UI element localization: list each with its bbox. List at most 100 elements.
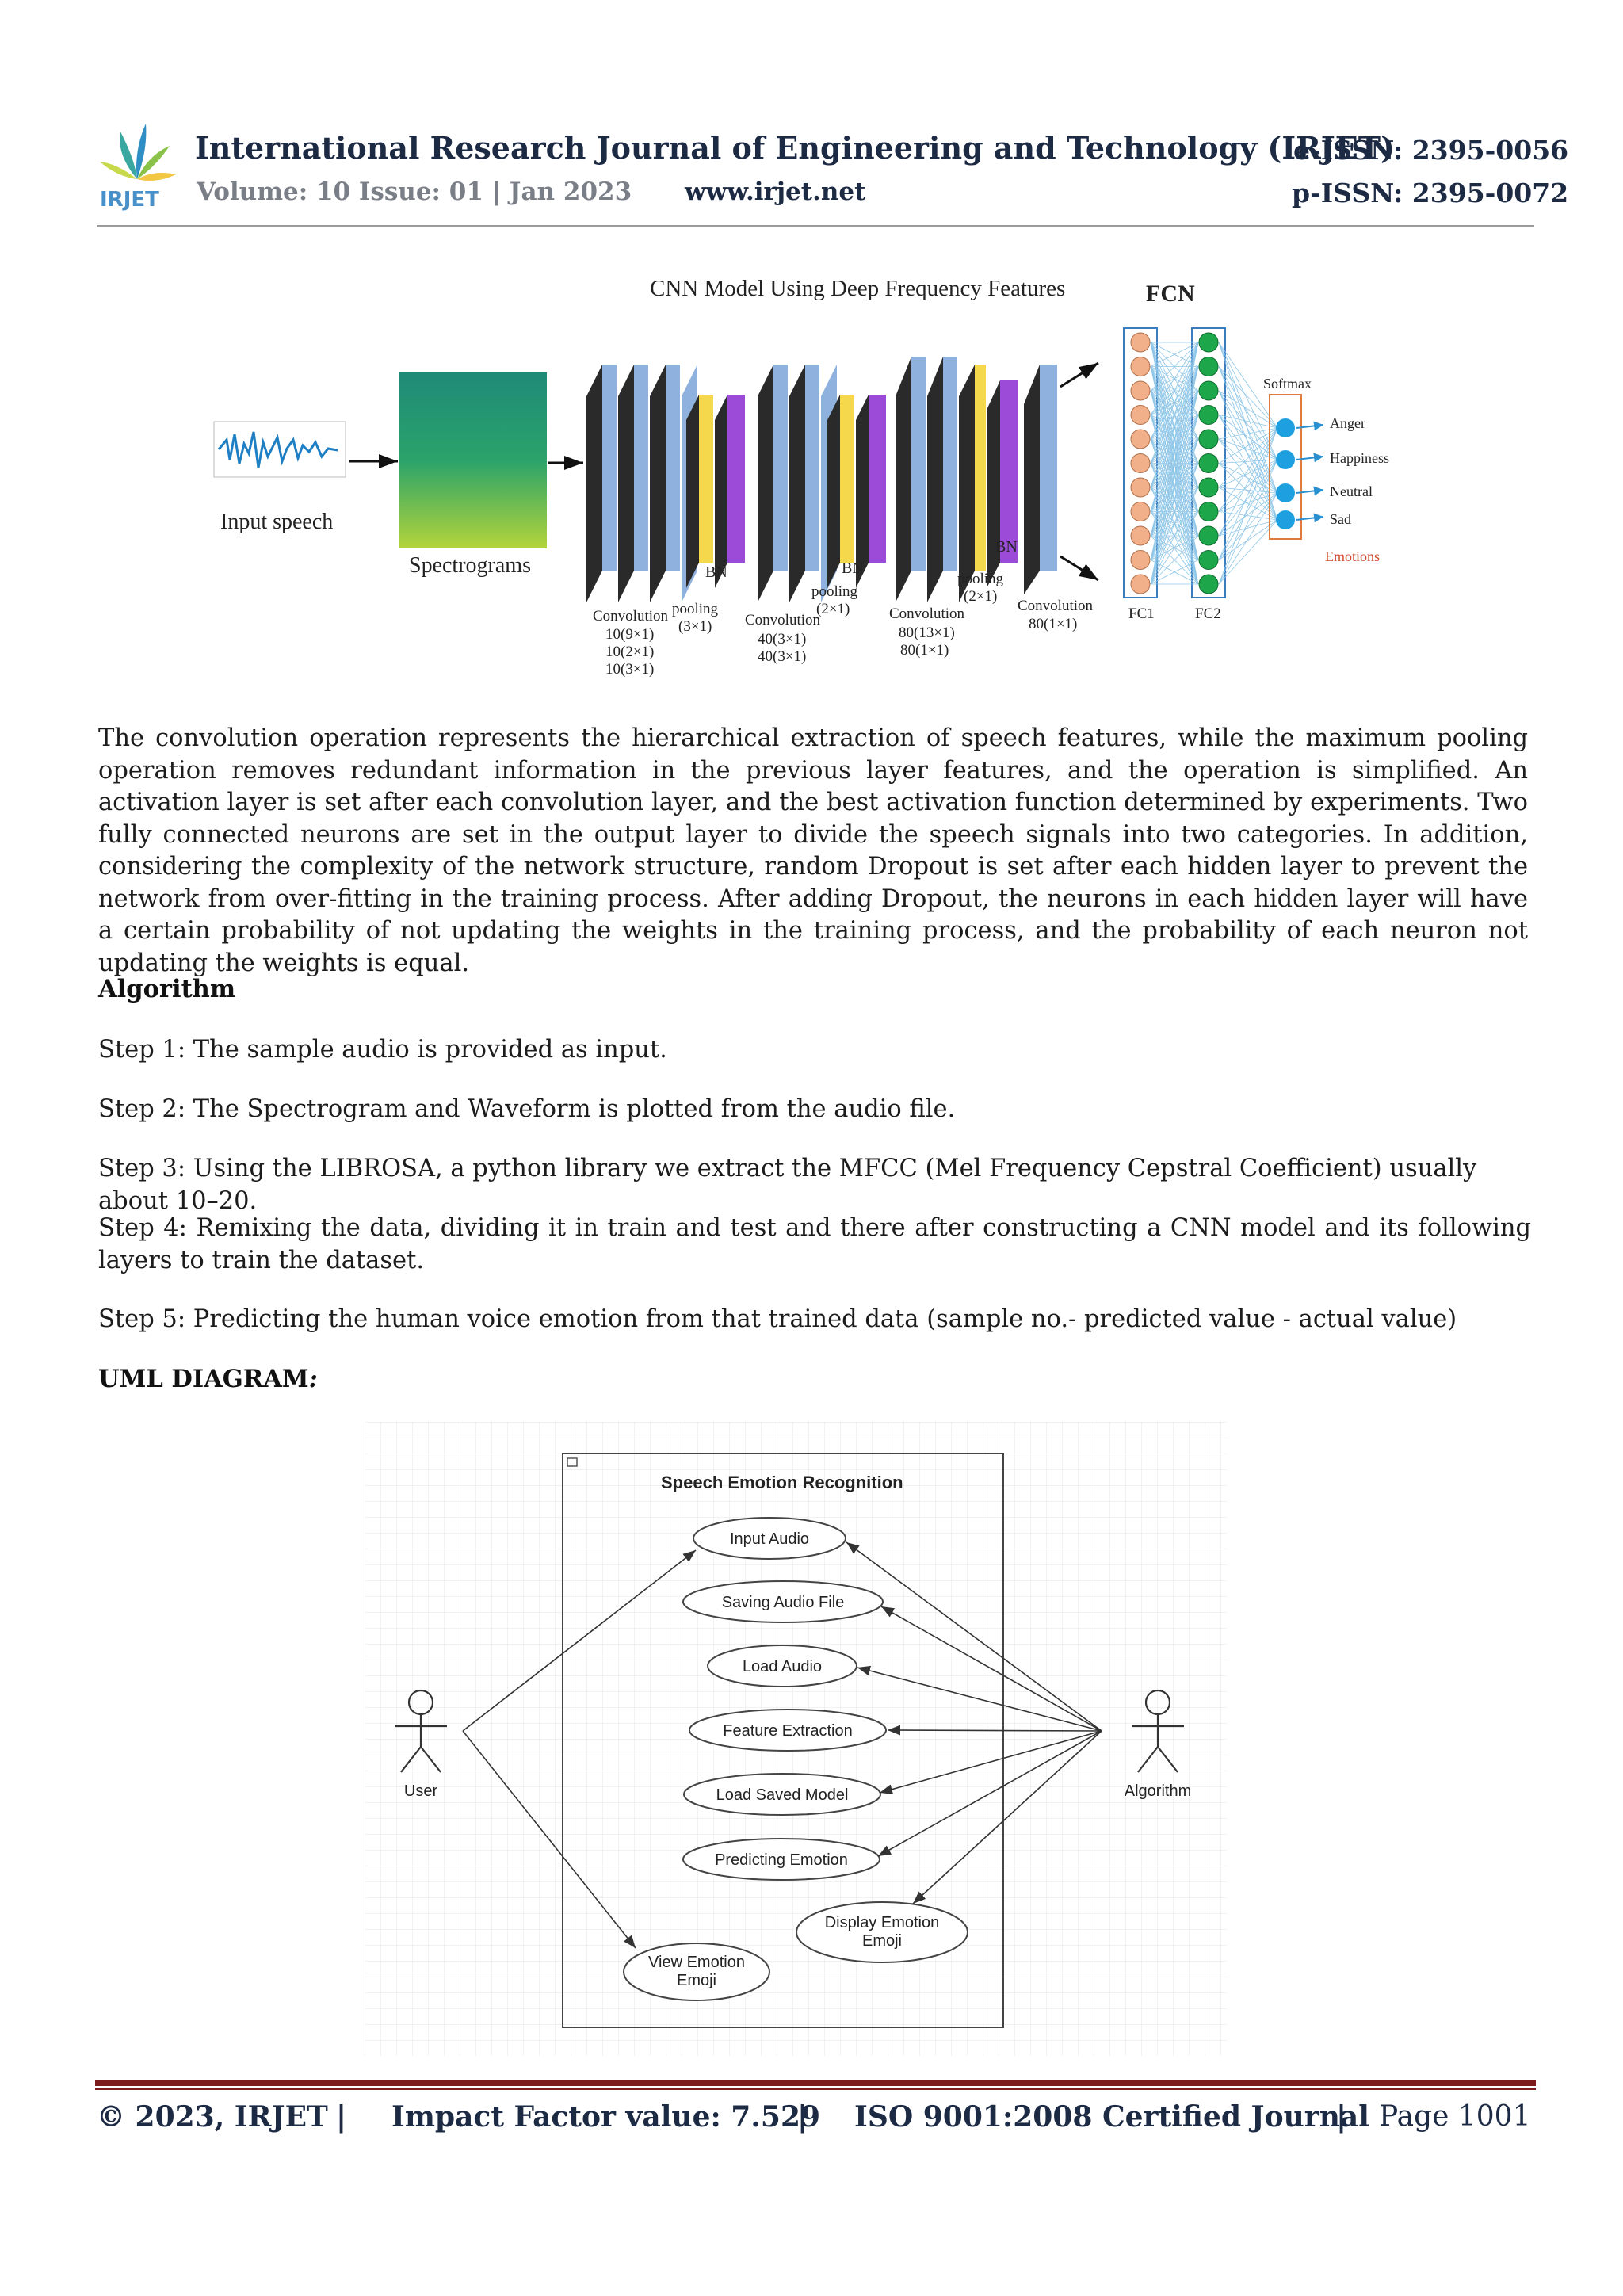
algorithm-step-1: Step 1: The sample audio is provided as … xyxy=(98,1036,667,1064)
fc-edge xyxy=(1150,342,1199,440)
fc2-label: FC2 xyxy=(1195,606,1221,622)
pool3-params: (2×1) xyxy=(964,588,997,605)
pool1-params: (3×1) xyxy=(678,618,712,635)
usecase-saving-audio xyxy=(682,1580,884,1623)
footer-sep-1: | xyxy=(336,2100,347,2134)
softmax-edge xyxy=(1218,459,1278,464)
logo-text: IRJET xyxy=(100,188,159,211)
fc-edge xyxy=(1150,342,1199,585)
footer-page-number: Page 1001 xyxy=(1379,2100,1531,2133)
algorithm-step-2: Step 2: The Spectrogram and Waveform is … xyxy=(98,1095,956,1123)
output-arrow xyxy=(1296,486,1324,496)
fc-edge xyxy=(1150,463,1199,585)
fc-edge xyxy=(1150,342,1199,537)
softmax-edge xyxy=(1218,427,1278,488)
footer-sep-3: | xyxy=(1336,2100,1347,2134)
usecase-view-emoji-line2: Emoji xyxy=(677,1972,716,1989)
conv2-param-2: 40(3×1) xyxy=(758,648,806,665)
softmax-edge xyxy=(1218,415,1278,521)
user-actor-icon xyxy=(395,1689,447,1773)
footer-divider-thin xyxy=(95,2088,1536,2090)
pool2-label: pooling xyxy=(812,583,858,600)
conv3-label: Convolution xyxy=(889,606,965,622)
uml-heading: UML DIAGRAM: xyxy=(98,1365,318,1393)
fc2-neuron xyxy=(1198,405,1219,425)
uml-associations xyxy=(462,1541,1102,1949)
conv1-param-1: 10(9×1) xyxy=(605,626,654,643)
fc1-nodes xyxy=(1130,332,1151,594)
fc-edge xyxy=(1150,342,1199,512)
pool3-label: pooling xyxy=(957,571,1004,587)
softmax-edge xyxy=(1218,459,1278,537)
algorithm-heading: Algorithm xyxy=(98,975,236,1003)
conv1-label: Convolution xyxy=(593,608,669,625)
website-link[interactable]: www.irjet.net xyxy=(685,178,866,206)
fc-edge xyxy=(1150,342,1199,464)
usecase-load-model-label: Load Saved Model xyxy=(716,1786,849,1804)
algorithm-step-5: Step 5: Predicting the human voice emoti… xyxy=(98,1305,1457,1333)
fc-connections xyxy=(1150,342,1278,585)
fc-edge xyxy=(1150,342,1199,392)
softmax-edge xyxy=(1218,438,1278,460)
softmax-edge xyxy=(1218,511,1278,521)
softmax-edge xyxy=(1218,390,1278,521)
conv4-label: Convolution xyxy=(1018,598,1094,614)
usecase-feature-extraction xyxy=(689,1709,887,1752)
actor-user-label: User xyxy=(404,1782,438,1800)
softmax-neuron xyxy=(1276,510,1295,529)
footer-impact-factor: Impact Factor value: 7.529 xyxy=(391,2100,821,2134)
usecase-saving-audio-label: Saving Audio File xyxy=(722,1594,845,1611)
fc1-neuron xyxy=(1130,357,1151,376)
fc1-neuron xyxy=(1130,380,1151,401)
softmax-edge xyxy=(1218,492,1278,512)
softmax-edge xyxy=(1218,427,1278,537)
bn-label-1: BN xyxy=(705,563,727,581)
softmax-edge xyxy=(1218,519,1278,537)
fc2-nodes xyxy=(1198,332,1219,594)
usecase-predicting-label: Predicting Emotion xyxy=(715,1851,848,1869)
system-boundary xyxy=(562,1453,1004,2028)
softmax-edge xyxy=(1218,492,1278,560)
output-arrow xyxy=(1296,421,1324,431)
fc-edge xyxy=(1150,366,1199,585)
conv1-param-3: 10(3×1) xyxy=(605,661,654,678)
cnn-model-figure: CNN Model Using Deep Frequency Features … xyxy=(213,276,1389,678)
softmax-edge xyxy=(1218,459,1278,488)
softmax-edge xyxy=(1218,366,1278,521)
eissn: e-ISSN: 2395-0056 xyxy=(1293,135,1569,166)
fc-edge xyxy=(1150,342,1199,415)
fc1-neuron xyxy=(1130,453,1151,473)
collapse-icon xyxy=(567,1457,578,1467)
footer-copyright: © 2023, IRJET xyxy=(97,2100,328,2134)
softmax-edge xyxy=(1218,519,1278,585)
softmax-edge xyxy=(1218,427,1278,512)
cnn-figure-title: CNN Model Using Deep Frequency Features xyxy=(650,276,1065,301)
softmax-edge xyxy=(1218,390,1278,429)
usecase-input-audio-label: Input Audio xyxy=(730,1530,809,1548)
softmax-edge xyxy=(1218,487,1278,521)
algorithm-step-3: Step 3: Using the LIBROSA, a python libr… xyxy=(98,1155,1477,1215)
softmax-edge xyxy=(1218,459,1278,585)
usecase-load-model xyxy=(683,1773,881,1816)
emotion-anger: Anger xyxy=(1330,415,1365,431)
footer-iso: ISO 9001:2008 Certified Journal xyxy=(854,2100,1369,2134)
usecase-display-emoji-line2: Emoji xyxy=(862,1932,902,1950)
usecase-view-emoji xyxy=(623,1943,770,2001)
fc1-neuron xyxy=(1130,550,1151,570)
header-divider xyxy=(97,225,1534,227)
fc1-label: FC1 xyxy=(1128,606,1155,622)
spectrogram-image xyxy=(399,372,547,548)
softmax-edge xyxy=(1218,463,1278,521)
fc2-neuron xyxy=(1198,429,1219,449)
fc1-neuron xyxy=(1130,574,1151,594)
fc-edge xyxy=(1150,438,1199,585)
output-arrow xyxy=(1296,513,1324,523)
usecase-predicting xyxy=(682,1838,880,1881)
usecase-display-emoji xyxy=(796,1901,968,1963)
emotion-happiness: Happiness xyxy=(1330,450,1389,466)
emotions-label: Emotions xyxy=(1325,548,1380,564)
softmax-box xyxy=(1269,394,1302,540)
fc-edge xyxy=(1150,415,1199,585)
conv-block-3 xyxy=(896,357,1018,602)
uml-use-case-diagram: Speech Emotion Recognition Input Audio S… xyxy=(365,1422,1227,2056)
